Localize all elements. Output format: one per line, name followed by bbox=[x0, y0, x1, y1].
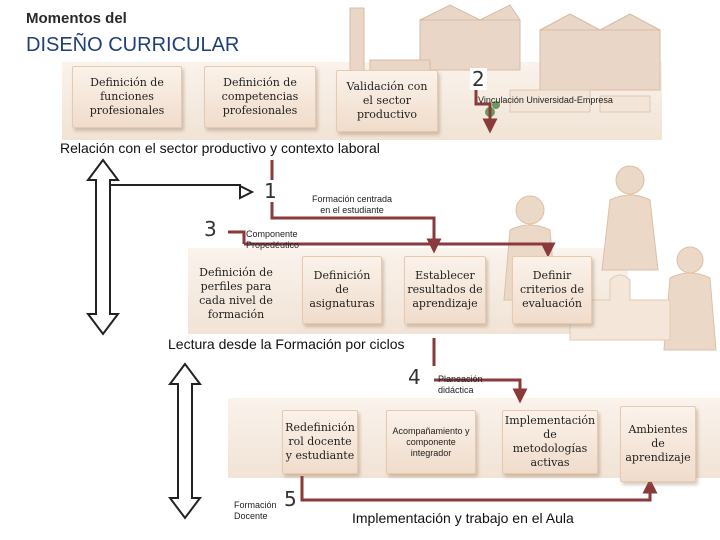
marker-4: 4 bbox=[406, 365, 423, 389]
box-acompanamiento: Acompañamiento y componente integrador bbox=[386, 410, 476, 474]
box-ambientes-aprendizaje: Ambientes de aprendizaje bbox=[620, 406, 696, 482]
box-redefinicion-rol: Redefinición rol docente y estudiante bbox=[282, 410, 358, 474]
marker-3: 3 bbox=[202, 217, 219, 241]
caption-section-3: Implementación y trabajo en el Aula bbox=[352, 510, 574, 526]
marker-5: 5 bbox=[282, 487, 299, 511]
people-illustration bbox=[503, 165, 717, 351]
marker-5-label: Formación Docente bbox=[234, 500, 277, 521]
box-resultados-aprendizaje: Establecer resultados de aprendizaje bbox=[404, 256, 486, 324]
marker-4-label: Planeación didáctica bbox=[438, 374, 483, 395]
caption-section-1: Relación con el sector productivo y cont… bbox=[60, 140, 380, 156]
marker-2-label: Vinculación Universidad-Empresa bbox=[478, 95, 613, 105]
box-definicion-asignaturas: Definición de asignaturas bbox=[302, 256, 382, 324]
marker-3-label: Componente Propedéutico bbox=[246, 229, 300, 250]
marker-1: 1 bbox=[262, 179, 279, 203]
marker-2: 2 bbox=[470, 67, 487, 91]
factory-illustration bbox=[349, 4, 661, 117]
title-line-2: DISEÑO CURRICULAR bbox=[26, 34, 240, 56]
box-criterios-evaluacion: Definir criterios de evaluación bbox=[512, 256, 592, 324]
marker-1-label: Formación centrada en el estudiante bbox=[312, 194, 393, 215]
box-validacion-sector: Validación con el sector productivo bbox=[336, 70, 438, 132]
caption-section-2: Lectura desde la Formación por ciclos bbox=[168, 336, 405, 352]
box-definicion-competencias: Definición de competencias profesionales bbox=[204, 66, 316, 128]
title-line-1: Momentos del bbox=[26, 10, 127, 27]
box-definicion-perfiles: Definición de perfiles para cada nivel d… bbox=[199, 266, 273, 321]
box-definicion-funciones: Definición de funciones profesionales bbox=[72, 66, 182, 128]
box-metodologias-activas: Implementación de metodologías activas bbox=[502, 410, 598, 474]
